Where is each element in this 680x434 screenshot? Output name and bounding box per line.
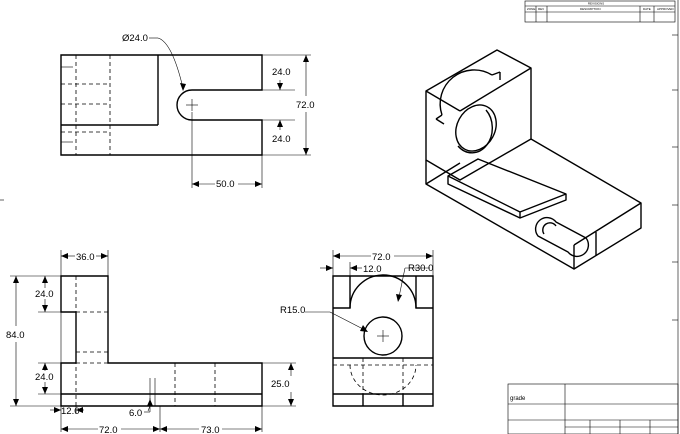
top-view: Ø24.0 24.0 24.0 72.0 50.0 xyxy=(60,33,315,190)
top-view-outline xyxy=(60,54,263,156)
side-inner-offset-label: 12.0 xyxy=(363,264,382,275)
front-upper-step-label: 24.0 xyxy=(35,289,54,300)
revision-col-date: DATE xyxy=(643,7,651,11)
side-view-outline xyxy=(332,275,434,407)
revision-block: REVISIONS ZONE REV DESCRIPTION DATE APPR… xyxy=(524,0,676,23)
front-lower-step-label: 24.0 xyxy=(35,372,54,383)
front-view-outline xyxy=(60,275,263,407)
top-center-distance-label: 50.0 xyxy=(216,179,235,190)
revision-col-description: DESCRIPTION xyxy=(580,7,601,11)
front-view: 36.0 84.0 24.0 24.0 12.0 xyxy=(6,250,296,434)
side-width-label: 72.0 xyxy=(372,252,391,263)
revision-col-rev: REV xyxy=(538,7,544,11)
front-left-length-label: 72.0 xyxy=(99,425,118,434)
side-outer-radius-label: R30.0 xyxy=(408,263,433,274)
top-diameter-label: Ø24.0 xyxy=(122,33,148,44)
side-bore-circle xyxy=(363,316,403,356)
isometric-view xyxy=(425,49,642,270)
front-height-label: 84.0 xyxy=(6,330,25,341)
front-slot-width-label: 6.0 xyxy=(129,408,142,419)
front-right-length-label: 73.0 xyxy=(201,425,220,434)
grade-label: grade xyxy=(510,396,526,402)
revision-col-zone: ZONE xyxy=(527,7,535,11)
front-base-offset-label: 12.0 xyxy=(61,406,80,417)
side-bore-radius-label: R15.0 xyxy=(280,305,305,316)
revision-header: REVISIONS xyxy=(588,2,604,6)
top-height-label: 72.0 xyxy=(296,100,315,111)
top-lower-offset-label: 24.0 xyxy=(272,134,291,145)
margin-ticks xyxy=(0,34,678,321)
side-view: 72.0 12.0 R30.0 R15.0 xyxy=(280,250,434,407)
revision-col-approved: APPROVED xyxy=(657,7,675,11)
front-base-height-label: 25.0 xyxy=(271,379,290,390)
title-block: grade xyxy=(507,383,679,434)
front-upright-width-label: 36.0 xyxy=(76,252,95,263)
top-upper-offset-label: 24.0 xyxy=(272,67,291,78)
